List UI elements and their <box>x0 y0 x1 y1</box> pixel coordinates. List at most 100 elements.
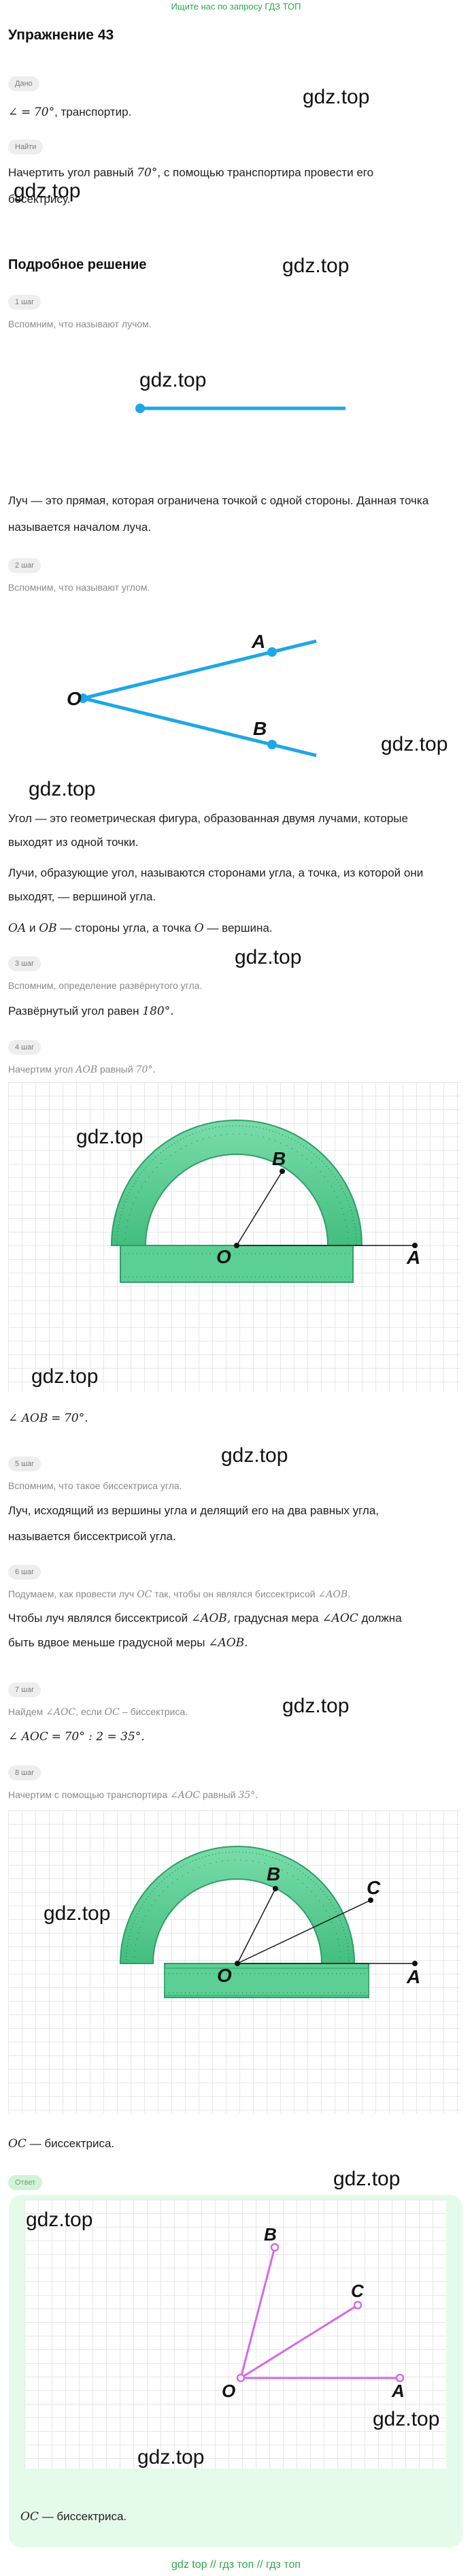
answer-figure: O A B C <box>222 2224 405 2401</box>
protractor-grid-1: O A B <box>8 1082 460 1392</box>
point-a <box>267 647 277 657</box>
step4-result-math: ∠ AOB <box>8 1412 48 1425</box>
step-note-4: Начертим угол AOB равный 70°. <box>8 1064 156 1075</box>
step-note-1: Вспомним, что называют лучом. <box>8 319 152 329</box>
page-title: Упражнение 43 <box>8 27 114 43</box>
find-line1-pre: Начертить угол равный <box>8 166 134 179</box>
given-text: ∠ = 70°, транспортир. <box>8 100 131 125</box>
step6-pre: Чтобы луч являлся биссектрисой <box>8 1612 188 1625</box>
step6-mid: градусная мера <box>233 1612 319 1625</box>
watermark: gdz.top <box>44 1902 111 1925</box>
label-a: A <box>406 1966 420 1987</box>
step-note-8: Начертим с помощью транспортира ∠AOC рав… <box>8 1789 258 1801</box>
answer-text-label: — биссектриса. <box>41 2510 127 2523</box>
given-angle-symbol: ∠ <box>8 105 18 119</box>
step4-note-pre: Начертим угол <box>8 1064 73 1075</box>
ray-origin-point <box>135 404 145 413</box>
answer-chip: Ответ <box>8 2175 43 2190</box>
watermark: gdz.top <box>235 946 302 968</box>
ray-oa <box>82 639 317 700</box>
angle-figure: O A B <box>67 631 317 757</box>
step4-note-math: AOB <box>75 1064 98 1075</box>
bisector-text-line-2: называется биссектрисой угла. <box>8 1530 176 1543</box>
watermark: gdz.top <box>381 733 448 755</box>
step-note-6: Подумаем, как провести луч OC так, чтобы… <box>8 1588 351 1600</box>
label-c: C <box>367 1877 381 1898</box>
step-chip-4: 4 шаг <box>8 1040 41 1055</box>
label-b: B <box>253 718 267 739</box>
oc-math: OC <box>8 2137 27 2151</box>
step-chip-6: 6 шаг <box>8 1565 41 1580</box>
step7-formula-value: 70° : 2 = 35°. <box>64 1730 145 1744</box>
top-banner[interactable]: Ищите нас по запросу ГДЗ ТОП <box>171 1 301 12</box>
step7-formula-math: ∠ AOC <box>8 1730 48 1744</box>
step7-formula-equals: = <box>51 1730 61 1744</box>
find-line-1: Начертить угол равный 70°, с помощью тра… <box>8 161 373 185</box>
step8-note-pre: Начертим с помощью транспортира <box>8 1789 168 1800</box>
answer-grid: O A B C <box>24 2200 446 2468</box>
protractor-figure-1: O A B <box>110 1120 420 1283</box>
sides-and: и <box>29 922 36 934</box>
watermark: gdz.top <box>29 778 96 800</box>
bisector-text-line-1: Луч, исходящий из вершины угла и делящий… <box>8 1504 380 1517</box>
step-note-5: Вспомним, что такое биссектриса угла. <box>8 1480 182 1491</box>
label-b: B <box>272 1148 286 1169</box>
watermark: gdz.top <box>76 1126 144 1148</box>
label-a: A <box>251 631 265 652</box>
watermark: gdz.top <box>14 180 81 202</box>
footer-links[interactable]: gdz top // гдз топ // гдз топ <box>171 2559 301 2571</box>
step6-note-math: OC <box>137 1589 152 1600</box>
watermark: gdz.top <box>282 1695 350 1717</box>
label-a: A <box>391 2381 405 2401</box>
step4-result: ∠ AOB = 70°. <box>8 1406 88 1431</box>
find-line1-post: , с помощью транспортира провести его <box>157 166 374 179</box>
watermark: gdz.top <box>333 2168 401 2190</box>
ray-text-line-1: Луч — это прямая, которая ограничена точ… <box>8 494 429 507</box>
given-chip: Дано <box>8 76 39 91</box>
watermark: gdz.top <box>137 2446 205 2468</box>
step6-line2-math: ∠AOB. <box>208 1636 248 1650</box>
step6-line2-pre: быть вдвое меньше градусной меры <box>8 1636 205 1649</box>
step6-note-mid: так, чтобы он являлся биссектрисой <box>154 1588 316 1599</box>
find-chip: Найти <box>8 140 44 154</box>
step-chip-8: 8 шаг <box>8 1765 41 1780</box>
point-b <box>267 740 277 749</box>
sides-post: — вершина. <box>207 922 273 934</box>
label-a: A <box>406 1247 420 1268</box>
straight-angle-pre: Развёрнутый угол равен <box>8 1005 139 1017</box>
step6-math1: ∠AOB, <box>190 1612 231 1625</box>
step6-line-2: быть вдвое меньше градусной меры ∠AOB. <box>8 1631 248 1655</box>
watermark: gdz.top <box>282 255 350 277</box>
label-b: B <box>267 1863 280 1885</box>
watermark: gdz.top <box>373 2408 440 2430</box>
watermark: gdz.top <box>31 1365 99 1388</box>
watermark: gdz.top <box>303 86 370 108</box>
step6-line-1: Чтобы луч являлся биссектрисой ∠AOB, гра… <box>8 1606 402 1631</box>
angle-text-line-1: Угол — это геометрическая фигура, образо… <box>8 812 408 825</box>
protractor-figure-2: O A B C <box>119 1846 420 1998</box>
vertex-o-point <box>78 694 88 703</box>
given-equals: = <box>20 105 31 119</box>
ray-text-line-2: называется началом луча. <box>8 521 152 534</box>
angle-text-line-2: выходят из одной точки. <box>8 836 139 849</box>
sides-oa: OA <box>8 922 27 935</box>
step7-note-math: ∠AOC <box>46 1707 76 1718</box>
angle-sides-text: OA и OB — стороны угла, а точка O — верш… <box>8 916 273 941</box>
given-value: 70° <box>33 105 55 119</box>
sides-mid: — стороны угла, а точка <box>60 922 191 934</box>
answer-math: OC <box>20 2510 39 2524</box>
step6-math2: ∠AOC <box>322 1612 358 1625</box>
ray-ob <box>82 696 317 757</box>
step8-note-value: 35°. <box>238 1790 258 1801</box>
step-chip-3: 3 шаг <box>8 956 41 971</box>
step-chip-2: 2 шаг <box>8 558 41 573</box>
label-o: O <box>216 1246 231 1267</box>
find-line1-value: 70° <box>137 166 158 180</box>
protractor-grid-2: O A B C <box>8 1810 460 2113</box>
label-b: B <box>264 2224 277 2245</box>
sides-o: O <box>194 922 204 935</box>
step6-note-math2: ∠AOB. <box>318 1589 351 1600</box>
step4-note-value: 70°. <box>135 1064 156 1075</box>
ray-figure <box>135 404 345 413</box>
step6-post: должна <box>361 1612 402 1625</box>
